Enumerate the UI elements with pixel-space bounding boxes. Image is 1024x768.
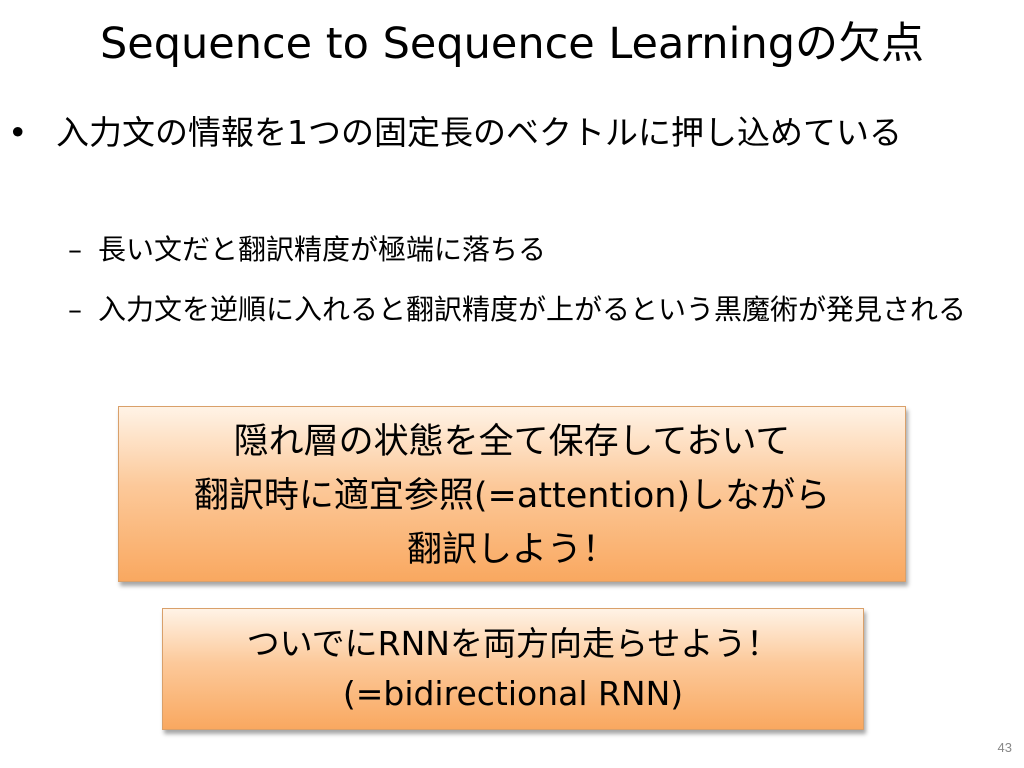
bullet-marker: • (8, 113, 28, 152)
callout-line: 翻訳しよう！ (406, 530, 617, 570)
sub-bullet-item: – 長い文だと翻訳精度が極端に落ちる (68, 228, 968, 272)
sub-bullet-text: 長い文だと翻訳精度が極端に落ちる (98, 233, 547, 266)
callout-box-bidirectional: ついでにRNNを両方向走らせよう！ (=bidirectional RNN) (162, 608, 864, 730)
sub-bullet-marker: – (68, 233, 82, 266)
callout-line: 翻訳時に適宜参照(=attention)しながら (193, 476, 831, 516)
page-number: 43 (997, 740, 1012, 755)
callout-line: ついでにRNNを両方向走らせよう！ (246, 624, 780, 663)
callout-box-attention: 隠れ層の状態を全て保存しておいて 翻訳時に適宜参照(=attention)しなが… (118, 406, 906, 582)
sub-bullet-marker: – (68, 293, 82, 326)
sub-bullet-item: – 入力文を逆順に入れると翻訳精度が上がるという黒魔術が発見される (68, 288, 968, 332)
callout-line: 隠れ層の状態を全て保存しておいて (233, 422, 791, 462)
slide-title: Sequence to Sequence Learningの欠点 (99, 19, 925, 69)
callout-line: (=bidirectional RNN) (342, 674, 684, 713)
sub-bullet-text: 入力文を逆順に入れると翻訳精度が上がるという黒魔術が発見される (98, 293, 967, 326)
bullet-item: • 入力文の情報を1つの固定長のベクトルに押し込めている (8, 108, 968, 158)
bullet-text: 入力文の情報を1つの固定長のベクトルに押し込めている (56, 113, 902, 152)
